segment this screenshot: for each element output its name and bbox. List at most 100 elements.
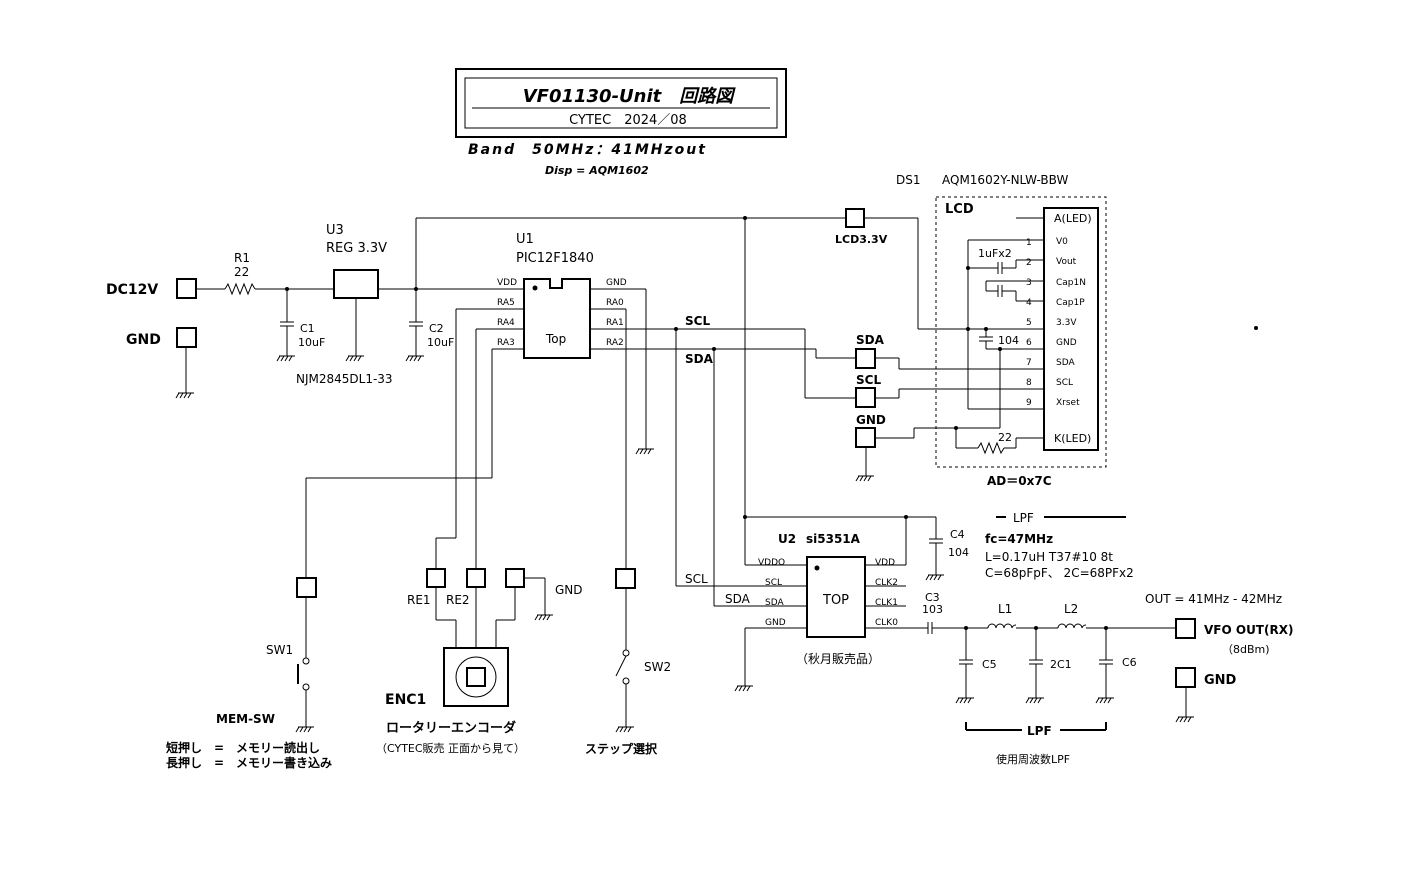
ds1-address: AD＝0x7C — [987, 474, 1052, 488]
ds1-pinnum-6: 6 — [1026, 338, 1032, 348]
ds1-pin-v0: V0 — [1056, 237, 1068, 247]
re1-pad[interactable] — [426, 568, 446, 588]
encoder: RE1 RE2 GND ENC1 ロータリーエンコーダ （CYTEC販売 正面か… — [305, 308, 583, 755]
enc-gnd-pad[interactable] — [505, 568, 525, 588]
vfo-out-label: VFO OUT(RX) — [1204, 623, 1293, 637]
r1-value: 22 — [234, 265, 249, 279]
dc12v-label: DC12V — [106, 282, 158, 298]
u3-regulator — [333, 269, 379, 299]
u1-ref: U1 — [516, 232, 534, 247]
l2-ref: L2 — [1064, 602, 1078, 616]
disp-label: Disp = AQM1602 — [545, 164, 649, 177]
u2-pin-clk2: CLK2 — [875, 578, 898, 588]
sw1: SW1 MEM-SW 短押し = メモリー読出し 長押し = メモリー書き込み — [166, 577, 332, 770]
u2-ref: U2 — [778, 532, 796, 546]
gnd-out-pad[interactable] — [1175, 667, 1196, 688]
dc12v-pad[interactable] — [176, 278, 197, 299]
u1-body: Top — [545, 332, 566, 346]
ds1-bypass: 104 — [998, 334, 1019, 347]
sw1-ref: SW1 — [266, 643, 293, 657]
u1-pin-ra1: RA1 — [606, 318, 624, 328]
power-input: DC12V GND R1 22 C1 10uF U3 REG 3.3V NJM2… — [106, 216, 846, 399]
i2c-wiring: SCL SCL SDA SDA — [620, 218, 936, 607]
gnd-in-label: GND — [126, 332, 161, 348]
u1-name: PIC12F1840 — [516, 251, 594, 266]
ds1-name: AQM1602Y-NLW-BBW — [942, 173, 1068, 187]
ds1-lcd: DS1 AQM1602Y-NLW-BBW LCD 1 2 3 4 5 6 7 8… — [896, 173, 1107, 488]
u2-pin-vdd: VDD — [875, 558, 895, 568]
u2-pin-vddo: VDDO — [758, 558, 785, 568]
ds1-label: LCD — [945, 202, 974, 217]
gnd-lcd-pad[interactable] — [855, 427, 876, 448]
gnd-out-label: GND — [1204, 673, 1237, 688]
ds1-pinnum-1: 1 — [1026, 238, 1032, 248]
vfo-out-pad[interactable] — [1175, 618, 1196, 639]
re2-label: RE2 — [446, 593, 470, 607]
c1-ref: C1 — [300, 322, 315, 335]
lpf-caption: 使用周波数LPF — [996, 753, 1070, 766]
ds1-pinnum-2: 2 — [1026, 258, 1032, 268]
ds1-pin-33v: 3.3V — [1056, 318, 1077, 328]
ds1-pin-a: A(LED) — [1054, 212, 1092, 225]
u1-pic: U1 PIC12F1840 Top VDD RA5 RA4 RA3 GND RA… — [497, 232, 655, 569]
title-block: VF01130-Unit 回路図 CYTEC 2024／08 Band 50MH… — [455, 68, 787, 177]
c6-ref: C6 — [1122, 656, 1137, 669]
sw1-pad[interactable] — [296, 577, 317, 598]
ds1-led-resistor — [977, 441, 1005, 455]
re2-pad[interactable] — [466, 568, 486, 588]
u2-pin-clk1: CLK1 — [875, 598, 898, 608]
u1-pin-ra3: RA3 — [497, 338, 515, 348]
lpf-spec2: C=68pFpF、 2C=68PFx2 — [985, 566, 1134, 580]
c2-value: 10uF — [427, 336, 454, 349]
sda-label: SDA — [856, 333, 885, 347]
ds1-pinnum-5: 5 — [1026, 318, 1032, 328]
u2-pin-sda: SDA — [765, 598, 784, 608]
c4-value: 104 — [948, 546, 969, 559]
lpf-bracket: LPF — [1027, 724, 1052, 738]
u2-note: （秋月販売品） — [796, 651, 880, 666]
ds1-pin-vout: Vout — [1056, 257, 1077, 267]
sda-pad[interactable] — [855, 348, 876, 369]
note-short-press: 短押し = メモリー読出し — [166, 740, 320, 755]
u3-name: REG 3.3V — [326, 241, 387, 256]
ds1-pinnum-7: 7 — [1026, 358, 1032, 368]
vfo-level: （8dBm) — [1222, 643, 1270, 656]
u1-pin-gnd: GND — [606, 278, 627, 288]
gnd-in-pad[interactable] — [176, 327, 197, 348]
u1-pin-ra5: RA5 — [497, 298, 515, 308]
ds1-ref: DS1 — [896, 173, 921, 187]
sw1-name: MEM-SW — [216, 712, 275, 726]
sda-net-label-u2: SDA — [725, 592, 751, 606]
band-label: Band 50MHz：41MHzout — [468, 142, 707, 158]
u2-pin-scl: SCL — [765, 578, 782, 588]
enc1-note: （CYTEC販売 正面から見て） — [376, 742, 525, 755]
gnd-lcd-label: GND — [856, 413, 886, 427]
l2-inductor — [1057, 623, 1087, 629]
u1-pin-ra2: RA2 — [606, 338, 624, 348]
ds1-pin-gnd: GND — [1056, 338, 1077, 348]
scl-net-label: SCL — [685, 314, 710, 328]
enc-gnd-label: GND — [555, 583, 583, 597]
sw2-pad[interactable] — [615, 568, 636, 589]
l1-ref: L1 — [998, 602, 1012, 616]
enc1-ref: ENC1 — [385, 692, 426, 708]
scl-pad[interactable] — [855, 387, 876, 408]
sw2-ref: SW2 — [644, 660, 671, 674]
u1-pin-vdd: VDD — [497, 278, 517, 288]
ds1-pin-scl: SCL — [1056, 378, 1073, 388]
u2-pin-clk0: CLK0 — [875, 618, 898, 628]
lcd33-pad[interactable] — [845, 208, 865, 228]
lpf-spec1: L=0.17uH T37#10 8t — [985, 550, 1113, 564]
ds1-pinnum-9: 9 — [1026, 398, 1032, 408]
ds1-pin-xrset: Xrset — [1056, 398, 1080, 408]
c2-ref: C2 — [429, 322, 444, 335]
c1-value: 10uF — [298, 336, 325, 349]
r1-ref: R1 — [234, 251, 250, 265]
title-main: VF01130-Unit 回路図 — [523, 86, 737, 107]
ds1-r-led: 22 — [998, 431, 1012, 444]
enc1-name: ロータリーエンコーダ — [386, 720, 516, 736]
c3-ref: C3 — [925, 591, 940, 604]
u2-name: si5351A — [806, 532, 861, 546]
lpf-title: LPF — [1013, 511, 1034, 525]
